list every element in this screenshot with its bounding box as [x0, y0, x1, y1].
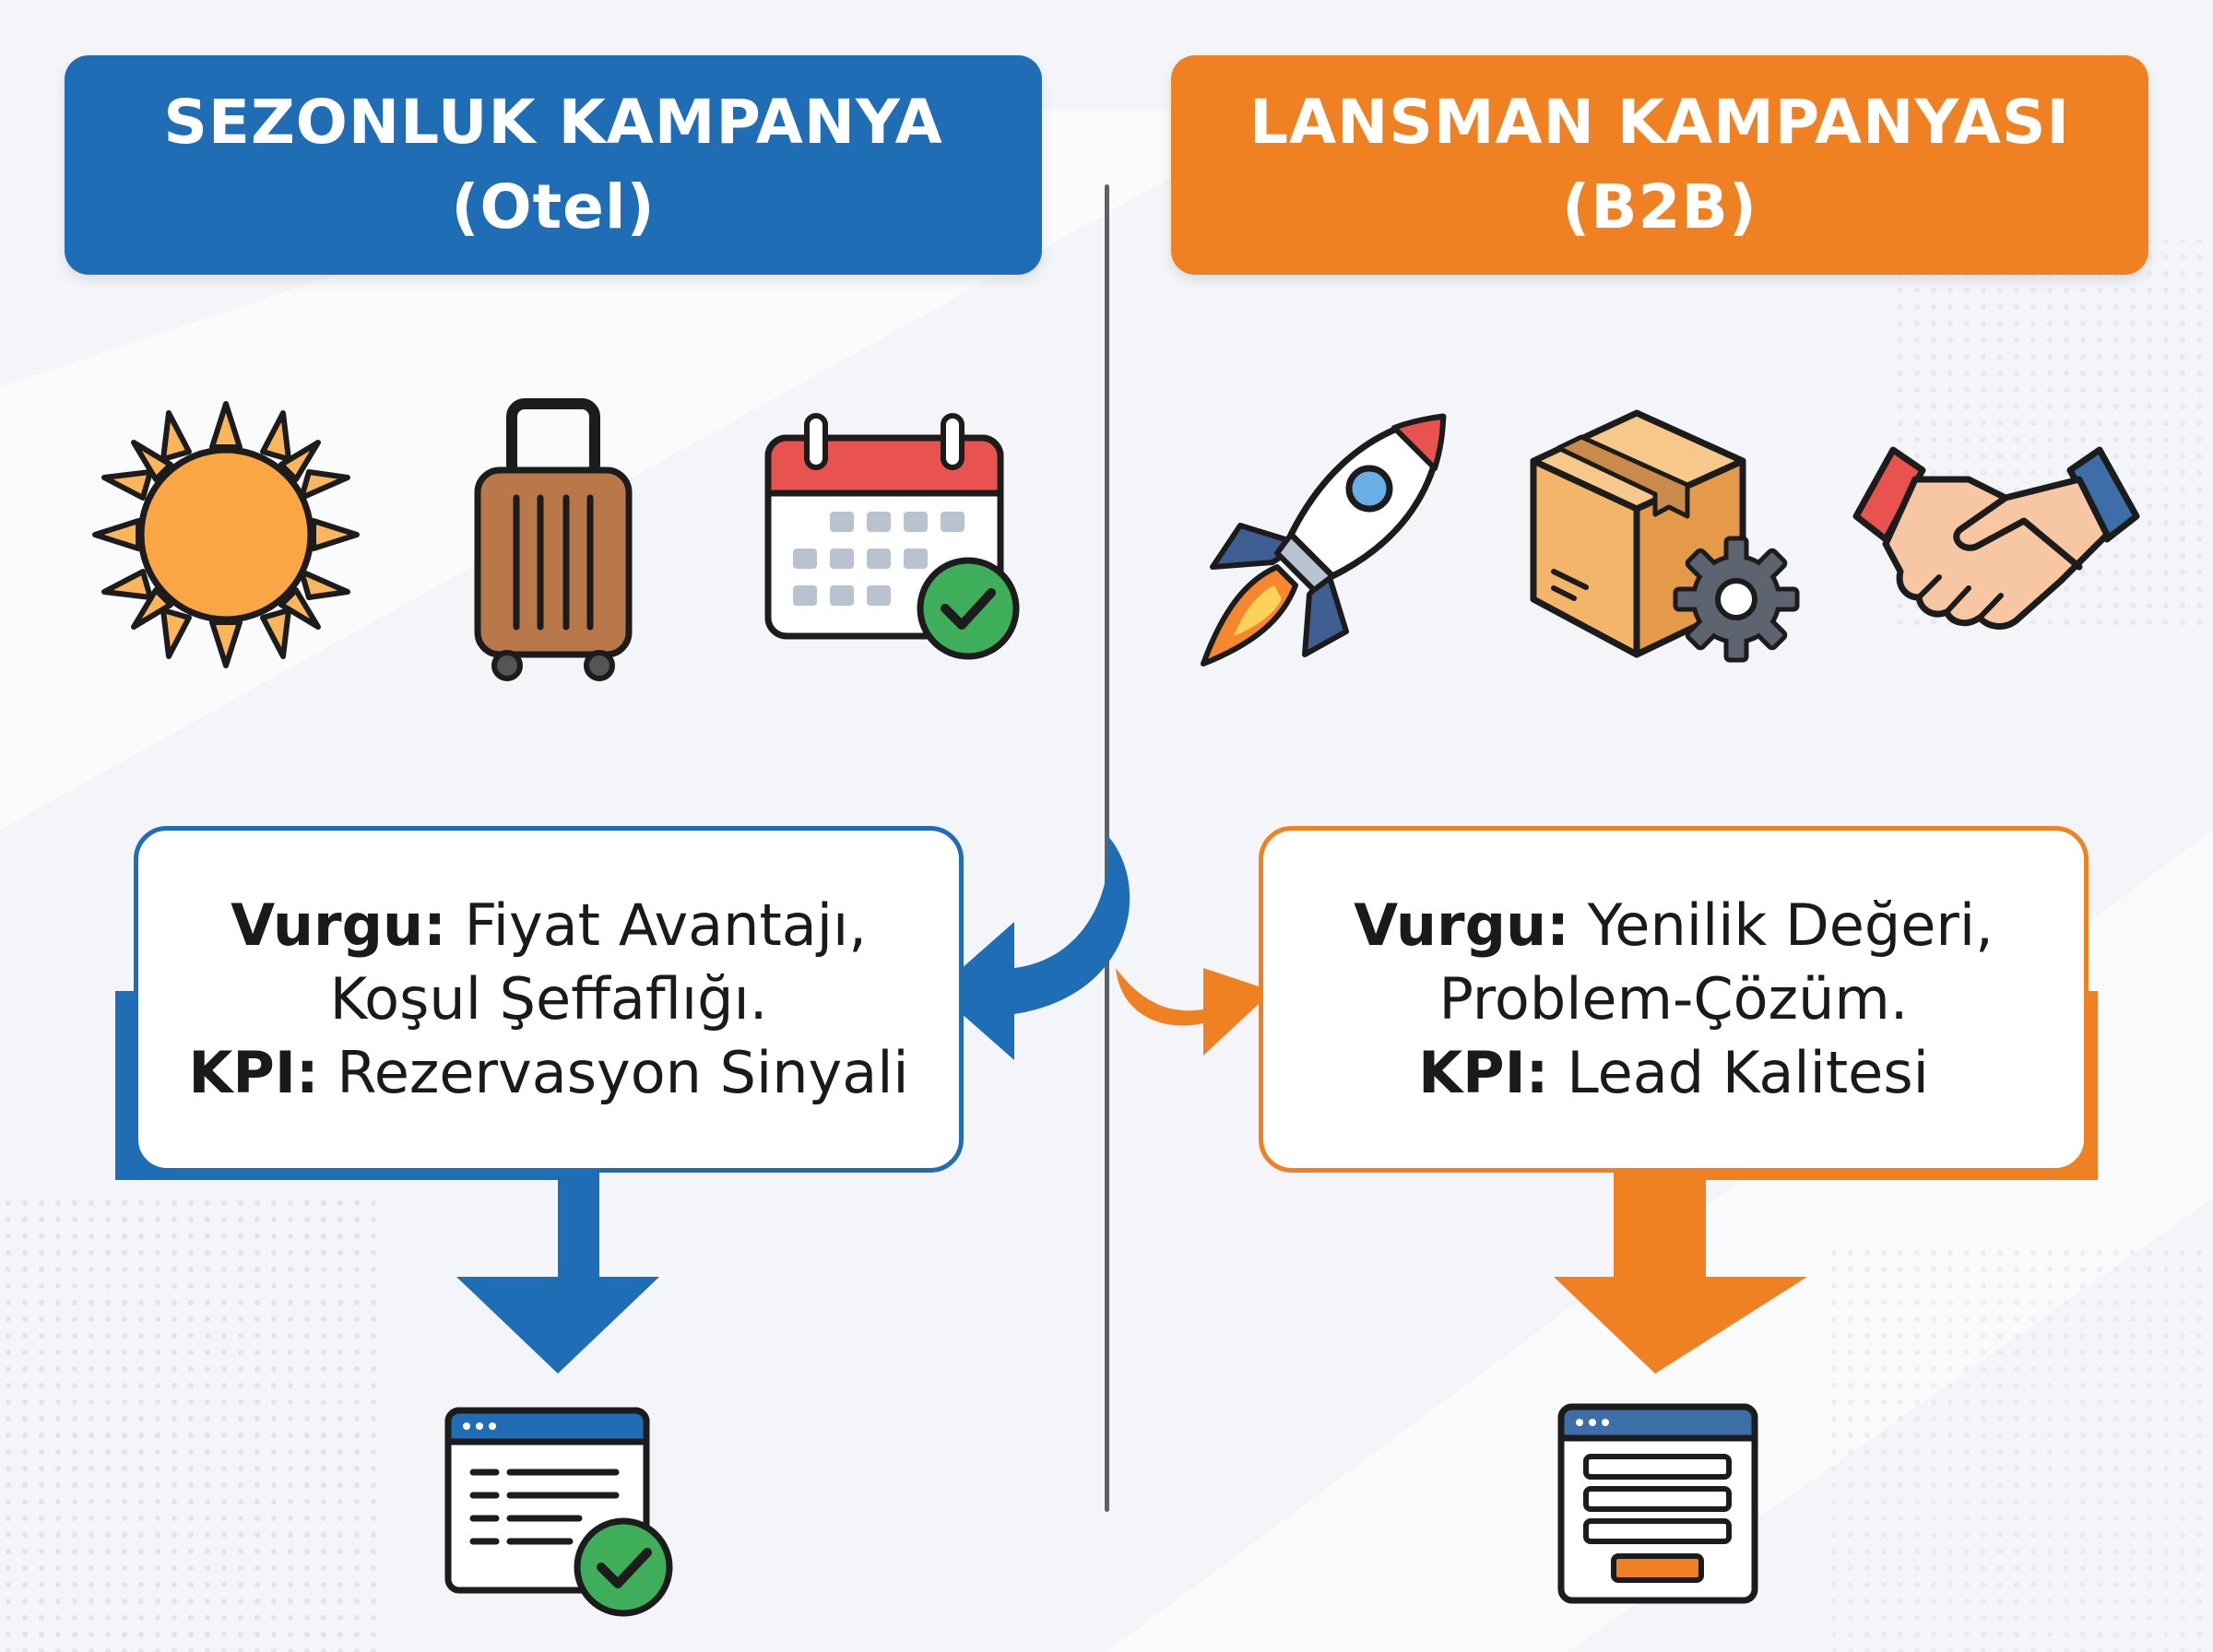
handshake-icon — [1852, 446, 2140, 630]
seasonal-focus-text1: Fiyat Avantajı, — [464, 891, 867, 959]
seasonal-focus-line1: Vurgu: Fiyat Avantajı, — [231, 889, 867, 962]
left-frame-arrow — [115, 991, 659, 1374]
launch-kpi-text: Lead Kalitesi — [1567, 1039, 1929, 1106]
seasonal-campaign-header: SEZONLUK KAMPANYA (Otel) — [65, 55, 1042, 275]
launch-focus-line1: Vurgu: Yenilik Değeri, — [1354, 889, 1994, 962]
launch-title-line1: LANSMAN KAMPANYASI — [1249, 87, 2071, 158]
seasonal-focus-text2: Koşul Şeffaflığı. — [329, 965, 768, 1032]
sun-icon — [92, 401, 360, 668]
form-page-icon — [1557, 1403, 1758, 1604]
rocket-icon — [1201, 413, 1447, 667]
seasonal-kpi-label: KPI: — [188, 1039, 319, 1106]
webpage-check-icon — [444, 1407, 673, 1617]
seasonal-title-line2: (Otel) — [451, 171, 656, 242]
launch-focus-box: Vurgu: Yenilik Değeri, Problem-Çözüm. KP… — [1259, 826, 2089, 1173]
suitcase-icon — [474, 398, 633, 681]
seasonal-kpi-line: KPI: Rezervasyon Sinyali — [188, 1036, 908, 1110]
seasonal-kpi-text: Rezervasyon Sinyali — [337, 1039, 909, 1106]
launch-focus-text2: Problem-Çözüm. — [1438, 965, 1909, 1032]
right-frame-arrow — [1554, 991, 2098, 1374]
launch-focus-label: Vurgu: — [1354, 891, 1569, 959]
center-arrow-blue — [936, 834, 1130, 1060]
calendar-check-icon — [764, 413, 1020, 660]
seasonal-focus-label: Vurgu: — [231, 891, 446, 959]
seasonal-title-line1: SEZONLUK KAMPANYA — [163, 87, 943, 158]
launch-kpi-line: KPI: Lead Kalitesi — [1418, 1036, 1929, 1110]
launch-kpi-label: KPI: — [1418, 1039, 1549, 1106]
launch-focus-text1: Yenilik Değeri, — [1587, 891, 1994, 959]
center-divider — [1105, 184, 1109, 1512]
launch-campaign-header: LANSMAN KAMPANYASI (B2B) — [1171, 55, 2148, 275]
box-gear-icon — [1530, 409, 1800, 663]
center-arrow-orange — [1116, 968, 1272, 1056]
launch-title-line2: (B2B) — [1562, 171, 1757, 242]
seasonal-focus-box: Vurgu: Fiyat Avantajı, Koşul Şeffaflığı.… — [134, 826, 964, 1173]
